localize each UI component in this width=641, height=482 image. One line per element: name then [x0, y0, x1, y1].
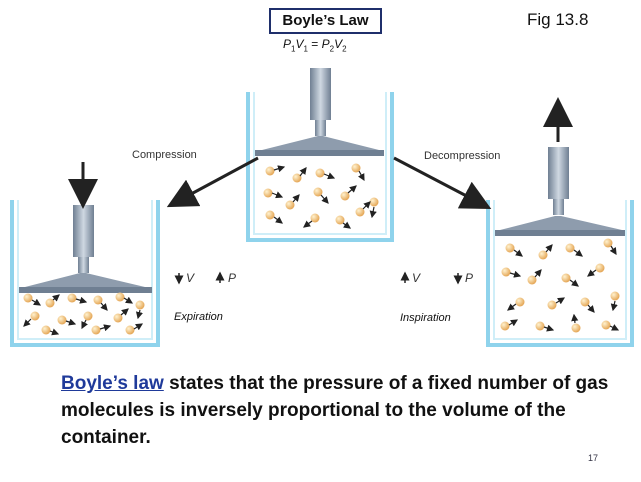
body-text: Boyle’s law states that the pressure of …	[61, 370, 621, 451]
left-volume-symbol: V	[186, 271, 195, 285]
middle-container	[246, 68, 394, 242]
left-molecules	[23, 292, 145, 336]
middle-molecules	[263, 163, 379, 229]
boyles-law-link[interactable]: Boyle’s law	[61, 373, 164, 394]
page-title: Boyle’s Law	[282, 12, 369, 29]
boyle-equation: P1V1 = P2V2	[283, 37, 347, 54]
left-pressure-symbol: P	[228, 271, 237, 285]
right-pressure-symbol: P	[465, 271, 474, 285]
compression-label: Compression	[132, 149, 197, 161]
decompression-arrow	[393, 156, 492, 209]
left-container	[10, 200, 160, 347]
compression-arrow	[166, 156, 259, 208]
right-volume-symbol: V	[412, 271, 421, 285]
page-number: 17	[588, 453, 599, 463]
decompression-label: Decompression	[424, 150, 501, 162]
inspiration-label: Inspiration	[400, 312, 451, 324]
title-box: Boyle’s Law	[269, 8, 382, 34]
right-container	[486, 147, 634, 347]
body-text-rest: states that the pressure of a fixed numb…	[61, 373, 609, 448]
expiration-label: Expiration	[174, 311, 223, 323]
figure-label: Fig 13.8	[527, 10, 589, 29]
right-molecules	[500, 238, 620, 333]
